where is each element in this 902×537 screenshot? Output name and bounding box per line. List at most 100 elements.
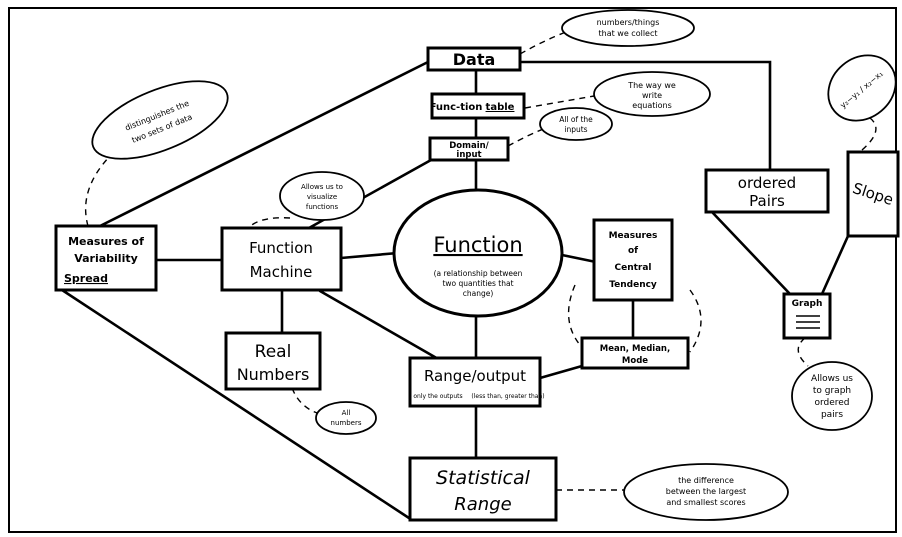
- link-center-tendency: [560, 253, 598, 264]
- domain-box: [428, 136, 510, 162]
- function-machine-box: [220, 226, 343, 292]
- measures-variability-node: Measures of Variability Spread: [54, 224, 158, 292]
- mean-median-mode-node: Mean, Median, Mode: [580, 336, 690, 370]
- ordered-pairs-label-1: ordered: [738, 174, 796, 192]
- ordered-pairs-node: ordered Pairs: [704, 168, 830, 214]
- measures-variability-label-3: Spread: [64, 272, 108, 285]
- slope-node: Slope: [846, 150, 900, 238]
- variability-note: distinguishes the two sets of data: [91, 80, 229, 160]
- function-definition-line-2: two quantities that: [442, 279, 513, 288]
- central-tendency-label-2: of: [628, 246, 638, 256]
- function-table-note-cloud: [593, 71, 711, 117]
- graph-note-line-2: to graph: [813, 386, 851, 396]
- statistical-range-box: [408, 456, 558, 522]
- real-numbers-note-line-1: All: [342, 409, 351, 417]
- real-numbers-note: All numbers: [315, 401, 377, 435]
- dashed-leaders: [84, 31, 877, 491]
- central-tendency-label-1: Measures: [609, 231, 658, 241]
- data-note-line-2: that we collect: [599, 29, 658, 38]
- measures-variability-label-1: Measures of: [68, 235, 144, 248]
- link-variability-statrange: [60, 288, 414, 522]
- range-output-note-right: (less than, greater than): [471, 393, 544, 400]
- machine-note: Allows us to visualize functions: [279, 171, 365, 221]
- link-range-meanmode: [538, 364, 584, 380]
- statistical-range-label-1: Statistical: [436, 467, 531, 489]
- domain-label-2: input: [456, 150, 481, 160]
- statistical-range-note-line-3: and smallest scores: [666, 498, 745, 507]
- leader-realnumbers-note: [291, 387, 321, 415]
- function-table-note-line-3: equations: [632, 101, 671, 110]
- domain-note-cloud: [539, 107, 613, 141]
- machine-note-line-1: Allows us to: [301, 183, 343, 191]
- domain-note-line-2: inputs: [564, 125, 587, 134]
- domain-label-1: Domain/: [449, 141, 489, 151]
- leader-graph-note: [797, 337, 809, 367]
- function-table-node: Func‐tion table: [430, 92, 526, 120]
- data-label: Data: [453, 50, 496, 69]
- data-note-cloud: [561, 9, 695, 47]
- graph-note-line-4: pairs: [821, 410, 843, 420]
- function-table-box: [430, 92, 526, 120]
- link-data-orderedpairs: [518, 60, 772, 172]
- function-machine-node: Function Machine: [220, 226, 343, 292]
- central-tendency-label-4: Tendency: [609, 280, 657, 290]
- function-table-note-line-2: write: [642, 91, 662, 100]
- leader-functiontable-note: [524, 95, 595, 109]
- central-tendency-label-3: Central: [614, 263, 651, 273]
- leader-data-note: [519, 31, 567, 55]
- function-machine-label-1: Function: [249, 239, 313, 257]
- link-machine-range: [318, 289, 442, 362]
- function-table-note-line-1: The way we: [627, 81, 676, 90]
- function-table-note: The way we write equations: [593, 71, 711, 117]
- statistical-range-label-2: Range: [454, 494, 511, 515]
- tendency-loop: [567, 284, 702, 353]
- range-output-box: [408, 356, 542, 408]
- leader-machine-note: [245, 217, 291, 231]
- page-border: [8, 7, 897, 533]
- real-numbers-box: [224, 331, 322, 391]
- data-note-line-1: numbers/things: [597, 18, 660, 27]
- connector-lines: [60, 60, 850, 522]
- central-tendency-node: Measures of Central Tendency: [592, 218, 674, 302]
- slope-box: [846, 150, 900, 238]
- slope-note-cloud: [827, 54, 897, 122]
- link-slope-graph: [820, 234, 850, 296]
- data-box: [426, 46, 522, 72]
- function-table-label-2: table: [486, 102, 515, 113]
- machine-note-line-3: functions: [306, 203, 339, 211]
- data-node: Data: [426, 46, 522, 72]
- domain-note-line-1: All of the: [559, 115, 593, 124]
- domain-note: All of the inputs: [539, 107, 613, 141]
- graph-node: Graph: [782, 292, 832, 340]
- statistical-range-note: the difference between the largest and s…: [623, 463, 789, 521]
- machine-note-line-2: visualize: [307, 193, 337, 201]
- function-title: Function: [433, 233, 522, 257]
- range-output-note-left: only the outputs: [413, 393, 462, 400]
- leader-domain-note: [507, 127, 547, 147]
- function-ellipse: [392, 188, 564, 318]
- function-definition-line-3: change): [463, 289, 494, 298]
- range-output-label: Range/output: [424, 367, 526, 385]
- function-table-label: Func‐tion: [430, 102, 483, 113]
- domain-node: Domain/ input: [428, 136, 510, 162]
- measures-variability-box: [54, 224, 158, 292]
- real-numbers-node: Real Numbers: [224, 331, 322, 391]
- real-numbers-label-2: Numbers: [237, 365, 310, 384]
- function-definition-line-1: (a relationship between: [434, 269, 523, 278]
- mean-median-mode-label-2: Mode: [622, 356, 648, 366]
- function-machine-label-2: Machine: [250, 263, 313, 281]
- real-numbers-note-line-2: numbers: [331, 419, 362, 427]
- range-output-node: Range/output only the outputs (less than…: [408, 356, 545, 408]
- leader-slope-note: [861, 117, 877, 151]
- link-data-variability: [98, 60, 430, 228]
- measures-variability-label-2: Variability: [74, 252, 138, 265]
- statistical-range-node: Statistical Range: [408, 456, 558, 522]
- link-orderedpairs-graph: [710, 210, 792, 296]
- ordered-pairs-label-2: Pairs: [749, 192, 785, 210]
- real-numbers-label-1: Real: [255, 342, 292, 362]
- statistical-range-note-line-1: the difference: [678, 476, 734, 485]
- statistical-range-note-cloud: [623, 463, 789, 521]
- variability-note-cloud: [91, 80, 229, 160]
- real-numbers-note-cloud: [315, 401, 377, 435]
